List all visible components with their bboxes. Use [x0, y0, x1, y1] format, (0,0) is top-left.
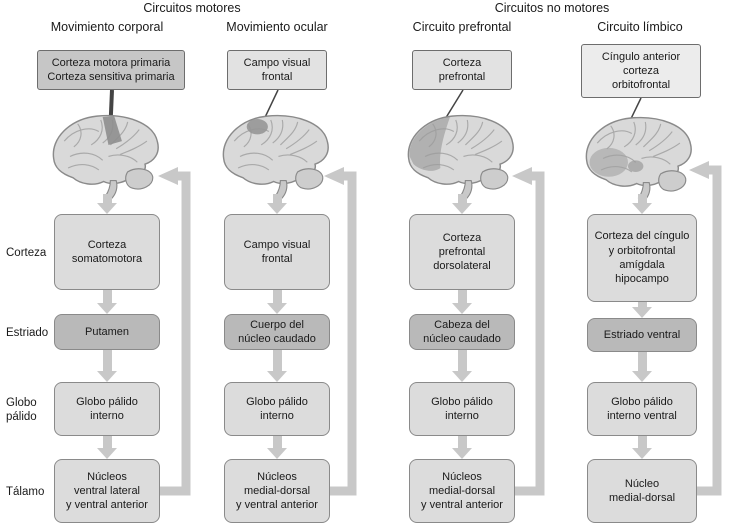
- pallidum-box-ocular: Globo pálido interno: [224, 382, 330, 436]
- pallidum-box-limbico: Globo pálido interno ventral: [587, 382, 697, 436]
- down-arrow: [97, 290, 117, 314]
- cortex-box-corporal: Corteza somatomotora: [54, 214, 160, 290]
- pallidum-box-corporal: Globo pálido interno: [54, 382, 160, 436]
- row-label-pallidum: Globo pálido: [6, 397, 37, 424]
- feedback-arrow-limbico: [689, 161, 722, 496]
- group-header-motor: Circuitos motores: [143, 1, 241, 15]
- thalamus-box-prefrontal: Núcleos medial-dorsal y ventral anterior: [409, 459, 515, 523]
- thalamus-box-corporal: Núcleos ventral lateral y ventral anteri…: [54, 459, 160, 523]
- column-title-ocular: Movimiento ocular: [226, 20, 328, 34]
- brain-illustration-ocular: [222, 114, 329, 200]
- down-arrow: [97, 436, 117, 459]
- down-arrow: [97, 194, 117, 214]
- striatum-box-corporal: Putamen: [54, 314, 160, 350]
- cortex-box-limbico: Corteza del cíngulo y orbitofrontal amíg…: [587, 214, 697, 302]
- cortex-box-prefrontal: Corteza prefrontal dorsolateral: [409, 214, 515, 290]
- frontal-eye-field-highlight: [246, 118, 268, 135]
- cortex-box-ocular: Campo visual frontal: [224, 214, 330, 290]
- row-label-cortex: Corteza: [6, 247, 47, 259]
- striatum-box-prefrontal: Cabeza del núcleo caudado: [409, 314, 515, 350]
- amygdala-highlight: [628, 160, 644, 172]
- feedback-arrow-prefrontal: [512, 167, 545, 496]
- brain-illustration-prefrontal: [407, 114, 514, 200]
- prefrontal-cortex-highlight: [409, 117, 450, 171]
- thalamus-box-limbico: Núcleo medial-dorsal: [587, 459, 697, 523]
- down-arrow: [267, 350, 287, 382]
- down-arrow: [267, 194, 287, 214]
- thalamus-box-ocular: Núcleos medial-dorsal y ventral anterior: [224, 459, 330, 523]
- pallidum-box-prefrontal: Globo pálido interno: [409, 382, 515, 436]
- striatum-box-limbico: Estriado ventral: [587, 318, 697, 352]
- down-arrow: [267, 290, 287, 314]
- brain-illustration-limbico: [585, 116, 692, 202]
- feedback-arrow-corporal: [158, 167, 191, 496]
- column-title-prefrontal: Circuito prefrontal: [412, 20, 512, 34]
- column-title-limbico: Circuito límbico: [597, 20, 683, 34]
- down-arrow: [267, 436, 287, 459]
- down-arrow: [632, 436, 652, 459]
- brain-illustration-corporal: [52, 114, 159, 200]
- down-arrow: [632, 302, 652, 318]
- row-label-thalamus: Tálamo: [6, 486, 45, 498]
- striatum-box-ocular: Cuerpo del núcleo caudado: [224, 314, 330, 350]
- down-arrow: [452, 290, 472, 314]
- callout-box-corporal: Corteza motora primaria Corteza sensitiv…: [37, 50, 185, 90]
- down-arrow: [452, 350, 472, 382]
- column-title-corporal: Movimiento corporal: [50, 20, 164, 34]
- down-arrow: [452, 194, 472, 214]
- orbitofrontal-highlight: [589, 147, 628, 177]
- down-arrow: [632, 194, 652, 214]
- group-header-non-motor: Circuitos no motores: [494, 1, 610, 15]
- row-label-striatum: Estriado: [6, 327, 49, 339]
- down-arrow: [452, 436, 472, 459]
- callout-box-limbico: Cíngulo anterior corteza orbitofrontal: [581, 44, 701, 98]
- down-arrow: [97, 350, 117, 382]
- callout-box-ocular: Campo visual frontal: [227, 50, 327, 90]
- down-arrow: [632, 352, 652, 382]
- callout-box-prefrontal: Corteza prefrontal: [412, 50, 512, 90]
- feedback-arrow-ocular: [324, 167, 357, 496]
- motor-cortex-highlight: [102, 116, 122, 145]
